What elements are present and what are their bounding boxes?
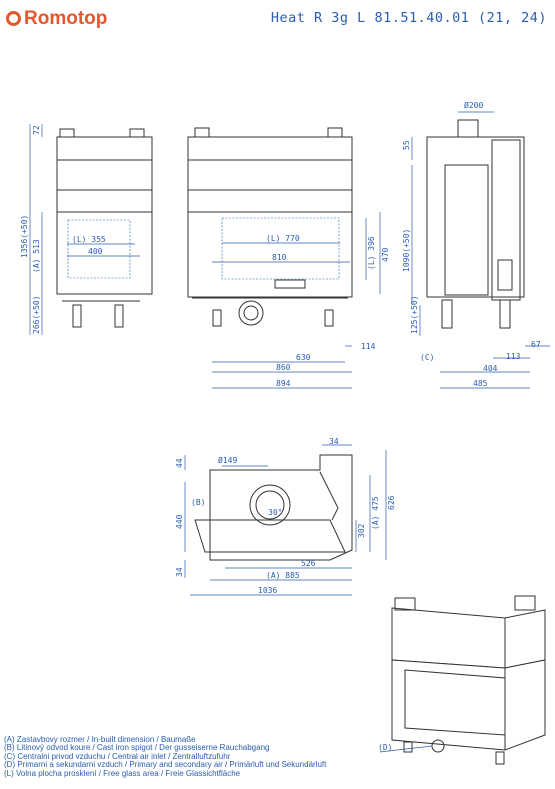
back-dim-55: 55	[402, 140, 411, 150]
legend-list: (A) Zastavbovy rozmer / In-built dimensi…	[4, 735, 327, 778]
back-dim-flue: Ø200	[464, 100, 483, 110]
back-label-c: (C)	[420, 353, 434, 362]
legend-item-b: (B) Litinový odvod koure / Cast iron spi…	[4, 743, 270, 753]
side-dim-glass-width: (L) 770	[266, 234, 300, 243]
legend-item-c: (C) Centralni privod vzduchu / Central a…	[4, 751, 231, 761]
top-label-b: (B)	[191, 498, 205, 507]
front-dim-top: 72	[32, 125, 41, 135]
front-dim-glass-width: (L) 355	[72, 235, 106, 244]
back-dim-125: 125(+50)	[410, 295, 419, 334]
front-dim-total-height: 1356(+50)	[20, 215, 29, 258]
brand-mark-icon	[6, 11, 21, 26]
side-dim-114: 114	[361, 342, 376, 351]
back-dim-485: 485	[473, 379, 488, 388]
front-view: 72 1356(+50) (A) 513 266(+50) (L) 355 40…	[20, 124, 153, 335]
top-dim-885: (A) 885	[266, 571, 300, 580]
back-dim-67: 67	[531, 340, 541, 349]
top-dim-44: 44	[175, 458, 184, 468]
legend-item-d: (D) Primarni a sekundarni vzduch / Prima…	[4, 760, 327, 770]
top-dim-1036: 1036	[258, 586, 277, 595]
side-dim-860: 860	[276, 363, 291, 372]
front-dim-inner-width: 400	[88, 247, 103, 256]
front-dim-glass-height: (A) 513	[32, 239, 41, 273]
back-dim-404: 404	[483, 364, 498, 373]
side-dim-894: 894	[276, 379, 291, 388]
top-dim-440: 440	[175, 514, 184, 529]
brand-name: Romotop	[24, 8, 108, 29]
isometric-view: (D)	[378, 595, 546, 765]
side-dim-glass-height: (L) 396	[367, 236, 376, 270]
side-dim-630: 630	[296, 353, 311, 362]
top-dim-626: 626	[387, 495, 396, 510]
top-dim-flue: Ø149	[218, 455, 237, 465]
back-view: Ø200 55 1090(+50) 125(+50) (C) 67 113 40…	[402, 100, 550, 389]
back-dim-1090: 1090(+50)	[402, 229, 411, 272]
side-dim-inner-height: 470	[381, 247, 390, 262]
front-dim-base: 266(+50)	[32, 295, 41, 334]
brand-logo: Romotop	[6, 8, 107, 30]
side-view: (L) 770 810 (L) 396 470 114 630 860 894	[187, 127, 390, 389]
top-dim-475: (A) 475	[371, 496, 380, 530]
legend-item-a: (A) Zastavbovy rozmer / In-built dimensi…	[4, 735, 196, 744]
back-dim-113: 113	[506, 352, 521, 361]
top-view: Ø149 (B) 30° 44 440 34 34 302 (A) 475 62…	[175, 437, 396, 596]
top-dim-526: 526	[301, 559, 316, 568]
top-dim-angle: 30°	[268, 508, 282, 517]
iso-label-d: (D)	[378, 743, 392, 752]
legend-item-l: (L) Volna plocha prosklení / Free glass …	[4, 768, 241, 778]
top-dim-34-left: 34	[175, 567, 184, 577]
top-dim-34: 34	[329, 437, 339, 446]
model-title: Heat R 3g L 81.51.40.01 (21, 24)	[270, 10, 547, 26]
top-dim-302: 302	[357, 523, 366, 538]
side-dim-inner-width: 810	[272, 253, 287, 262]
